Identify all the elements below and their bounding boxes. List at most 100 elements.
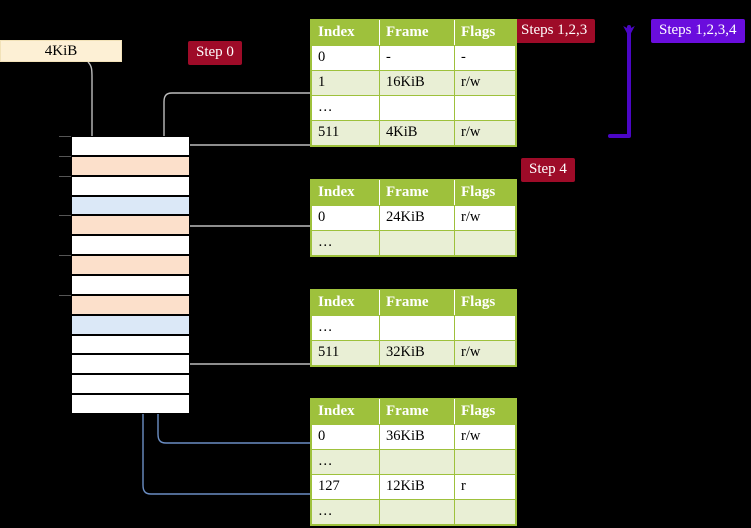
memory-frame-block (71, 215, 190, 236)
badge-step-0: Step 0 (188, 41, 242, 65)
cell-frame (379, 95, 455, 121)
cell-flags: r/w (454, 120, 516, 146)
memory-tick-mark (59, 175, 71, 177)
column-header-index: Index (311, 290, 380, 316)
cell-index: … (311, 315, 380, 341)
column-header-flags: Flags (454, 290, 516, 316)
wire-pt-entry0 (151, 326, 311, 444)
cell-index: … (311, 499, 380, 525)
memory-frame-block (71, 195, 190, 216)
memory-frame-block (71, 136, 190, 156)
badge-steps-1-2-3: Steps 1,2,3 (513, 19, 596, 43)
column-header-frame: Frame (379, 399, 455, 425)
memory-frame-block (71, 294, 190, 315)
column-header-frame: Frame (379, 290, 455, 316)
memory-frame-block (71, 354, 190, 375)
badge-step-4: Step 4 (521, 158, 575, 182)
cell-frame: 4KiB (379, 120, 455, 146)
cell-index: … (311, 230, 380, 256)
cell-index: … (311, 95, 380, 121)
table-header-row: Index Frame Flags (311, 180, 516, 206)
column-header-frame: Frame (379, 20, 455, 46)
wire-steps-1234-bracket (608, 25, 635, 138)
wire-pt-entry127 (136, 208, 311, 495)
cell-flags (454, 449, 516, 475)
cell-frame: 36KiB (379, 424, 455, 450)
cell-frame (379, 499, 455, 525)
wire-pdp-entry0 (181, 225, 311, 263)
memory-frame-block (71, 155, 190, 176)
cell-flags: r/w (454, 70, 516, 96)
cell-flags: - (454, 45, 516, 71)
memory-tick-mark (59, 255, 71, 257)
cell-index: 0 (311, 424, 380, 450)
cell-index: 127 (311, 474, 380, 500)
table-row: 0-- (311, 45, 516, 71)
column-header-index: Index (311, 20, 380, 46)
wire-pml4-entry511 (175, 144, 311, 168)
cell-flags: r/w (454, 205, 516, 231)
cell-index: 511 (311, 120, 380, 146)
memory-frame-block (71, 235, 190, 256)
cell-index: 0 (311, 45, 380, 71)
column-header-index: Index (311, 399, 380, 425)
memory-tick-mark (59, 215, 71, 217)
memory-frame-block (71, 314, 190, 335)
memory-frame-block (71, 255, 190, 275)
column-header-flags: Flags (454, 180, 516, 206)
cell-flags: r/w (454, 340, 516, 366)
wire-pd-entry511 (175, 310, 311, 365)
cell-frame (379, 315, 455, 341)
badge-steps-1-2-3-4: Steps 1,2,3,4 (651, 19, 745, 43)
cell-flags (454, 315, 516, 341)
cell-frame: 24KiB (379, 205, 455, 231)
size-tag-4kib: 4KiB (0, 40, 122, 62)
cell-index: 1 (311, 70, 380, 96)
cell-frame: 12KiB (379, 474, 455, 500)
physical-memory-column (59, 136, 190, 414)
column-header-flags: Flags (454, 20, 516, 46)
memory-tick-mark (59, 294, 71, 296)
table-row: … (311, 499, 516, 525)
cell-index: … (311, 449, 380, 475)
wire-pml4-entry1 (163, 92, 311, 156)
table-row: … (311, 449, 516, 475)
table-row: … (311, 230, 516, 256)
cell-frame (379, 449, 455, 475)
column-header-index: Index (311, 180, 380, 206)
wire-step0 (87, 61, 99, 156)
memory-frame-block (71, 334, 190, 355)
column-header-flags: Flags (454, 399, 516, 425)
table-header-row: Index Frame Flags (311, 20, 516, 46)
memory-tick-mark (59, 136, 71, 137)
cell-flags (454, 499, 516, 525)
table-row: … (311, 95, 516, 121)
memory-tick-mark (59, 155, 71, 157)
cell-frame: - (379, 45, 455, 71)
memory-frame-block (71, 374, 190, 395)
cell-index: 511 (311, 340, 380, 366)
table-header-row: Index Frame Flags (311, 290, 516, 316)
table-row: … (311, 315, 516, 341)
memory-frame-block (71, 175, 190, 196)
cell-frame (379, 230, 455, 256)
cell-frame: 32KiB (379, 340, 455, 366)
cell-flags (454, 95, 516, 121)
cell-frame: 16KiB (379, 70, 455, 96)
column-header-frame: Frame (379, 180, 455, 206)
cell-flags: r (454, 474, 516, 500)
